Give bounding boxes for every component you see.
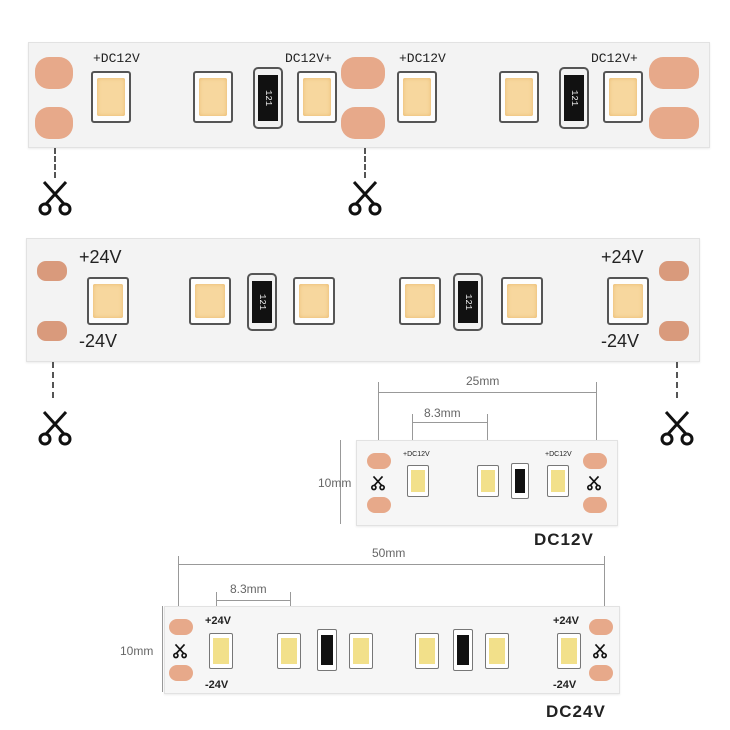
smd-led (485, 633, 509, 669)
strip-24v-diagram: +24V -24V +24V -24V (164, 606, 620, 694)
solder-pad (367, 497, 391, 513)
cut-line (676, 362, 678, 398)
diagram-24v-caption: DC24V (546, 702, 606, 721)
scissors-icon (660, 410, 694, 446)
smd-led (293, 277, 335, 325)
smd-led (349, 633, 373, 669)
smd-led (91, 71, 131, 123)
solder-pad (367, 453, 391, 469)
smd-led (415, 633, 439, 669)
solder-pad (341, 57, 385, 89)
width-dimension: 10mm (318, 476, 352, 490)
scissors-icon (38, 410, 72, 446)
resistor-code: 121 (252, 281, 272, 323)
cut-line (364, 148, 366, 178)
smd-led (501, 277, 543, 325)
smd-led (407, 465, 429, 497)
smd-led (547, 465, 569, 497)
smd-resistor: 121 (247, 273, 277, 331)
smd-led (193, 71, 233, 123)
smd-led (499, 71, 539, 123)
scissors-icon (38, 180, 72, 216)
smd-resistor: 121 (559, 67, 589, 129)
cut-line (52, 362, 54, 398)
strip-24v-neg-label-left: -24V (79, 331, 118, 351)
scissors-icon (371, 475, 385, 491)
width-dimension: 10mm (120, 644, 154, 658)
scissors-icon (173, 643, 187, 659)
diagram-24v-pos-right: +24V (553, 615, 579, 627)
strip-24v-pos-label-left: +24V (79, 247, 122, 267)
strip-12v-neg-label: DC12V+ (285, 51, 332, 66)
resistor-code: 121 (458, 281, 478, 323)
smd-led (477, 465, 499, 497)
pitch-dimension: 8.3mm (424, 406, 461, 420)
led-strip-24v: +24V -24V +24V -24V 121 121 (26, 238, 700, 362)
smd-led (399, 277, 441, 325)
resistor-code: 121 (258, 75, 278, 121)
length-dimension: 50mm (372, 546, 406, 560)
solder-pad (659, 321, 689, 341)
smd-led (277, 633, 301, 669)
smd-led (297, 71, 337, 123)
led-strip-12v: +DC12V DC12V+ +DC12V DC12V+ 121 121 (28, 42, 710, 148)
smd-led (603, 71, 643, 123)
scissors-icon (348, 180, 382, 216)
solder-pad (583, 453, 607, 469)
strip-12v-neg-label: DC12V+ (591, 51, 638, 66)
cut-line (54, 148, 56, 178)
solder-pad (35, 107, 73, 139)
diagram-24v-neg-right: -24V (553, 679, 577, 691)
smd-resistor (317, 629, 337, 671)
strip-24v-neg-label-right: -24V (601, 331, 640, 351)
strip-24v-pos-label-right: +24V (601, 247, 644, 267)
length-dimension: 25mm (466, 374, 500, 388)
solder-pad (589, 619, 613, 635)
smd-led (209, 633, 233, 669)
strip-12v-diagram: +DC12V +DC12V (356, 440, 618, 526)
smd-led (397, 71, 437, 123)
strip-12v-pos-label: +DC12V (93, 51, 140, 66)
smd-led (189, 277, 231, 325)
solder-pad (649, 57, 699, 89)
solder-pad (649, 107, 699, 139)
solder-pad (341, 107, 385, 139)
smd-resistor (453, 629, 473, 671)
diagram-24v-neg-left: -24V (205, 679, 229, 691)
solder-pad (169, 619, 193, 635)
strip-12v-pos-label: +DC12V (399, 51, 446, 66)
solder-pad (659, 261, 689, 281)
diagram-12v-pos-right: +DC12V (545, 451, 572, 458)
diagram-24v-pos-left: +24V (205, 615, 231, 627)
scissors-icon (593, 643, 607, 659)
smd-led (87, 277, 129, 325)
smd-led (557, 633, 581, 669)
solder-pad (169, 665, 193, 681)
solder-pad (583, 497, 607, 513)
smd-led (607, 277, 649, 325)
diagram-12v-pos-left: +DC12V (403, 451, 430, 458)
solder-pad (37, 261, 67, 281)
smd-resistor: 121 (253, 67, 283, 129)
resistor-code: 121 (564, 75, 584, 121)
smd-resistor: 121 (453, 273, 483, 331)
diagram-12v-caption: DC12V (534, 530, 594, 549)
scissors-icon (587, 475, 601, 491)
pitch-dimension: 8.3mm (230, 582, 267, 596)
solder-pad (35, 57, 73, 89)
solder-pad (37, 321, 67, 341)
solder-pad (589, 665, 613, 681)
smd-resistor (511, 463, 529, 499)
